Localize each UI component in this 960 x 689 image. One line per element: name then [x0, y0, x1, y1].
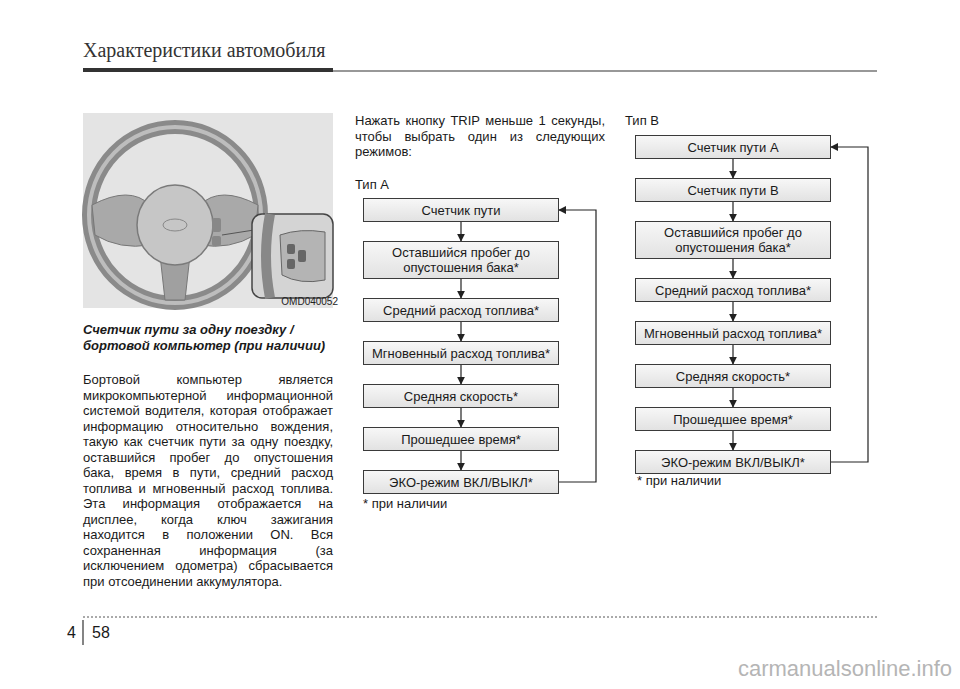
section-heading: Счетчик пути за одну поездку / бортовой …	[83, 322, 333, 353]
intro-text: Нажать кнопку TRIP меньше 1 секунды, что…	[355, 113, 605, 160]
flow-arrow	[831, 147, 868, 462]
flow-arrow	[732, 159, 733, 178]
chapter-number: 4	[67, 624, 79, 642]
mode-label: ЭКО-режим ВКЛ/ВЫКЛ*	[389, 475, 533, 490]
mode-box: Оставшийся пробег до опустошения бака*	[363, 241, 559, 279]
mode-label: Счетчик пути А	[687, 140, 778, 155]
flow-arrow	[460, 365, 461, 384]
mode-box: ЭКО-режим ВКЛ/ВЫКЛ*	[363, 470, 559, 494]
mode-label: ЭКО-режим ВКЛ/ВЫКЛ*	[661, 455, 805, 470]
flow-arrow	[732, 302, 733, 321]
figure-code: OMD040052	[268, 296, 338, 307]
mode-box: Мгновенный расход топлива*	[363, 341, 559, 365]
mode-box: Средний расход топлива*	[363, 298, 559, 322]
mode-label: Счетчик пути В	[687, 183, 778, 198]
flow-arrow	[559, 210, 596, 482]
flow-arrow	[460, 408, 461, 427]
mode-label: Прошедшее время*	[673, 412, 793, 427]
mode-box: Средняя скорость*	[635, 364, 831, 388]
footnote: * при наличии	[637, 473, 787, 489]
mode-box: Прошедшее время*	[635, 407, 831, 431]
mode-label: Мгновенный расход топлива*	[372, 346, 550, 361]
mode-label: Средняя скорость*	[676, 369, 790, 384]
flow-arrow	[460, 322, 461, 341]
flow-arrow	[732, 431, 733, 450]
flow-arrow	[732, 345, 733, 364]
mode-box: Средняя скорость*	[363, 384, 559, 408]
mode-box: Счетчик пути	[363, 198, 559, 222]
type-heading: Тип В	[625, 113, 705, 129]
flow-arrow	[460, 222, 461, 241]
page-divider	[82, 620, 83, 645]
mode-label: Оставшийся пробег до опустошения бака*	[640, 225, 826, 255]
flow-arrow	[732, 388, 733, 407]
mode-box: ЭКО-режим ВКЛ/ВЫКЛ*	[635, 450, 831, 474]
type-heading: Тип А	[355, 177, 435, 193]
mode-box: Оставшийся пробег до опустошения бака*	[635, 221, 831, 259]
page-number: 58	[92, 624, 132, 642]
body-text: Бортовой компьютер является микрокомпьют…	[83, 372, 333, 589]
header-rule	[333, 70, 877, 71]
flow-arrow	[732, 259, 733, 278]
mode-box: Счетчик пути В	[635, 178, 831, 202]
mode-label: Средний расход топлива*	[383, 303, 539, 318]
mode-box: Прошедшее время*	[363, 427, 559, 451]
steering-wheel-illustration	[83, 113, 333, 308]
mode-label: Счетчик пути	[422, 203, 501, 218]
flow-arrow	[460, 279, 461, 298]
mode-box: Средний расход топлива*	[635, 278, 831, 302]
mode-label: Оставшийся пробег до опустошения бака*	[368, 245, 554, 275]
watermark: carmanualsonline.info	[700, 656, 952, 682]
mode-label: Прошедшее время*	[401, 432, 521, 447]
mode-box: Мгновенный расход топлива*	[635, 321, 831, 345]
mode-label: Средняя скорость*	[404, 389, 518, 404]
footer-rule	[83, 617, 877, 618]
flow-arrow	[460, 451, 461, 470]
flow-arrow	[732, 202, 733, 221]
header-bar	[83, 68, 333, 72]
mode-label: Средний расход топлива*	[655, 283, 811, 298]
footnote: * при наличии	[363, 496, 513, 512]
running-header: Характеристики автомобиля	[83, 38, 383, 62]
mode-box: Счетчик пути А	[635, 135, 831, 159]
mode-label: Мгновенный расход топлива*	[644, 326, 822, 341]
